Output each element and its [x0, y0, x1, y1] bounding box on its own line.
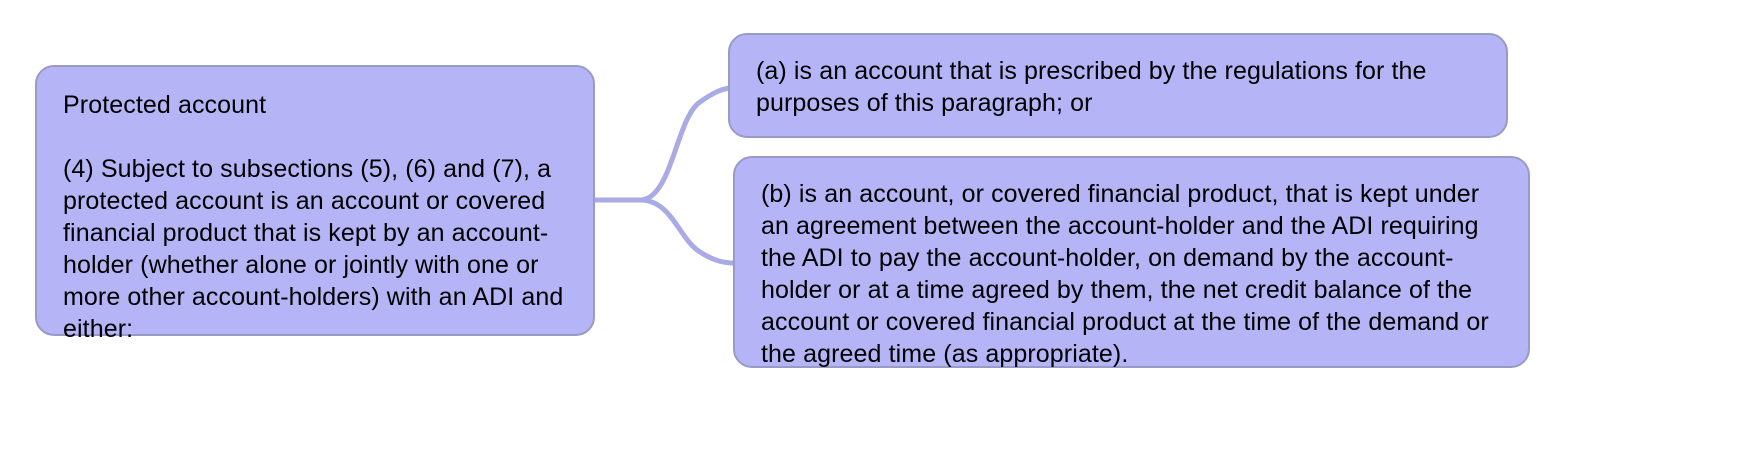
node-paragraph-a-text: (a) is an account that is prescribed by … — [756, 57, 1434, 117]
connector-to-para-a — [637, 85, 733, 203]
node-protected-account-title: Protected account — [63, 91, 267, 119]
node-paragraph-b-text: (b) is an account, or covered financial … — [761, 180, 1496, 368]
node-protected-account[interactable]: Protected account (4) Subject to subsect… — [35, 65, 595, 343]
node-paragraph-b[interactable]: (b) is an account, or covered financial … — [733, 156, 1530, 368]
connector-to-para-b — [637, 197, 737, 266]
node-paragraph-a[interactable]: (a) is an account that is prescribed by … — [728, 33, 1508, 138]
node-protected-account-body: (4) Subject to subsections (5), (6) and … — [63, 154, 571, 343]
